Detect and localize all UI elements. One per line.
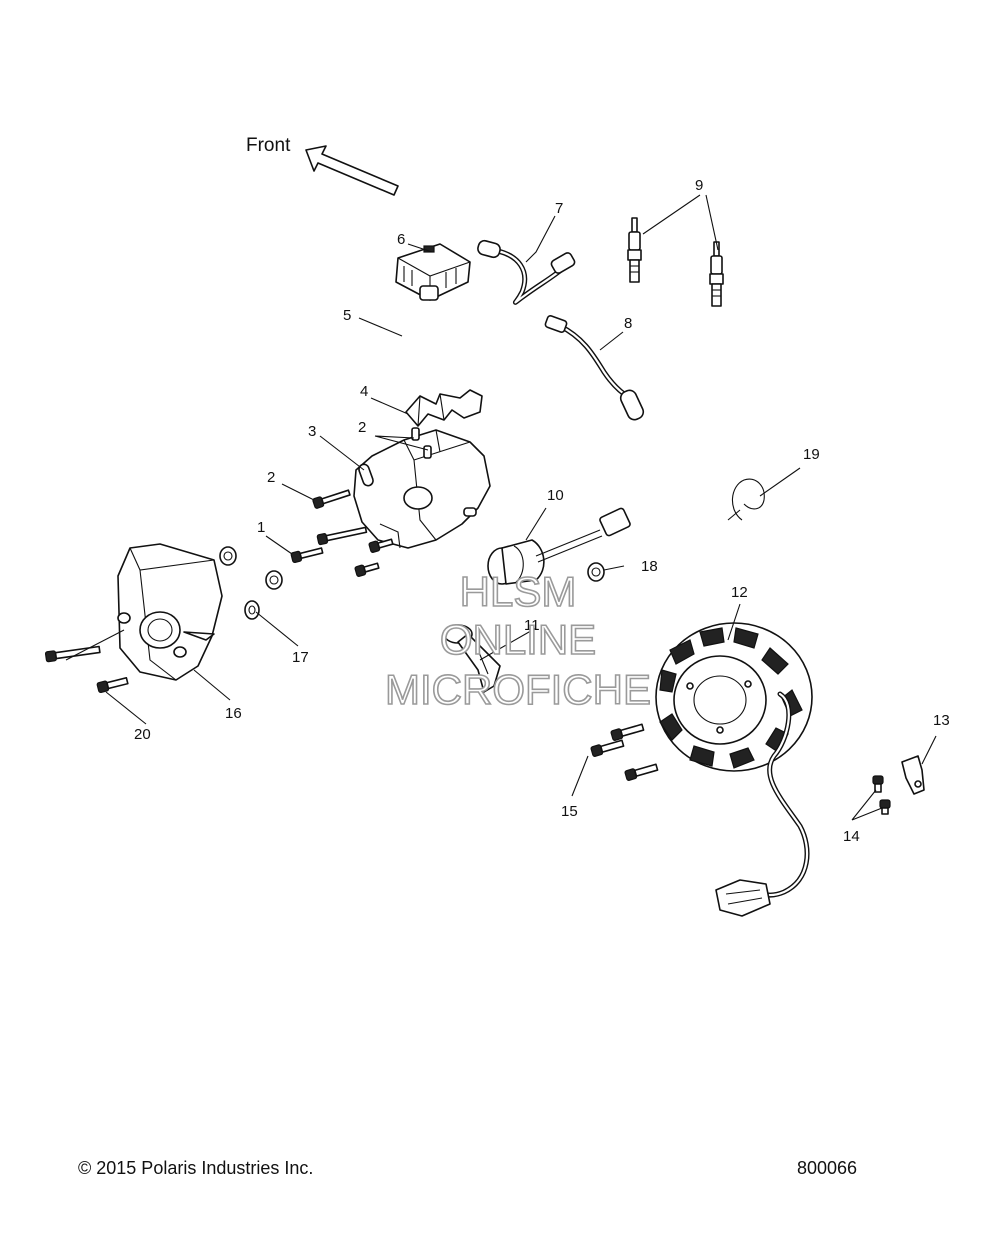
callout-15: 15 <box>561 803 578 820</box>
callout-18: 18 <box>641 558 658 575</box>
part-16-cover <box>117 543 223 681</box>
part-15-bolts <box>590 723 659 781</box>
part-12-stator <box>655 622 813 917</box>
callout-9: 9 <box>695 177 703 194</box>
callout-17: 17 <box>292 649 309 666</box>
callout-13: 13 <box>933 712 950 729</box>
part-7-spark-plug-wire <box>477 239 576 305</box>
part-9-spark-plug-left <box>627 217 642 283</box>
figure-number: 800066 <box>797 1158 858 1178</box>
callout-10: 10 <box>547 487 564 504</box>
part-18-clip <box>587 562 605 582</box>
watermark-line-1: HLSM <box>460 568 577 615</box>
callout-11: 11 <box>524 617 540 634</box>
callout-3: 3 <box>308 423 316 440</box>
part-9-spark-plug-right <box>709 241 724 307</box>
part-20-bolts <box>44 645 129 694</box>
watermark: HLSM ONLINE MICROFICHE <box>384 567 652 714</box>
callout-19: 19 <box>803 446 820 463</box>
part-14-screws <box>872 775 891 815</box>
part-5-ignition-coil <box>395 243 471 301</box>
callout-14: 14 <box>843 828 860 845</box>
watermark-line-2: ONLINE <box>440 616 596 663</box>
callout-12: 12 <box>731 584 748 601</box>
fastener-bolts <box>290 489 394 577</box>
front-label: Front <box>246 135 291 156</box>
callout-1: 1 <box>257 519 265 536</box>
part-19-tie <box>727 478 765 521</box>
part-10-ignition-switch <box>487 507 631 585</box>
leader-lines <box>65 194 937 821</box>
callout-6: 6 <box>397 231 405 248</box>
front-arrow: Front <box>246 135 399 196</box>
callout-4: 4 <box>360 383 368 400</box>
part-13-bracket <box>901 755 925 795</box>
callout-2-bolt: 2 <box>267 469 275 486</box>
callout-20: 20 <box>134 726 151 743</box>
callout-16: 16 <box>225 705 242 722</box>
callout-labels: 1 2 2 3 4 5 6 7 8 9 10 11 12 13 14 15 16… <box>134 177 950 845</box>
callout-5: 5 <box>343 307 351 324</box>
callout-8: 8 <box>624 315 632 332</box>
part-4-bracket <box>405 389 483 427</box>
part-17-grommets <box>219 546 283 620</box>
part-11-key <box>443 624 501 693</box>
copyright-notice: © 2015 Polaris Industries Inc. <box>78 1158 314 1178</box>
callout-7: 7 <box>555 200 563 217</box>
watermark-line-3: MICROFICHE <box>385 666 651 713</box>
part-3-mounting-plate <box>353 427 491 549</box>
part-8-wire <box>544 314 645 421</box>
callout-2-studs: 2 <box>358 419 366 436</box>
